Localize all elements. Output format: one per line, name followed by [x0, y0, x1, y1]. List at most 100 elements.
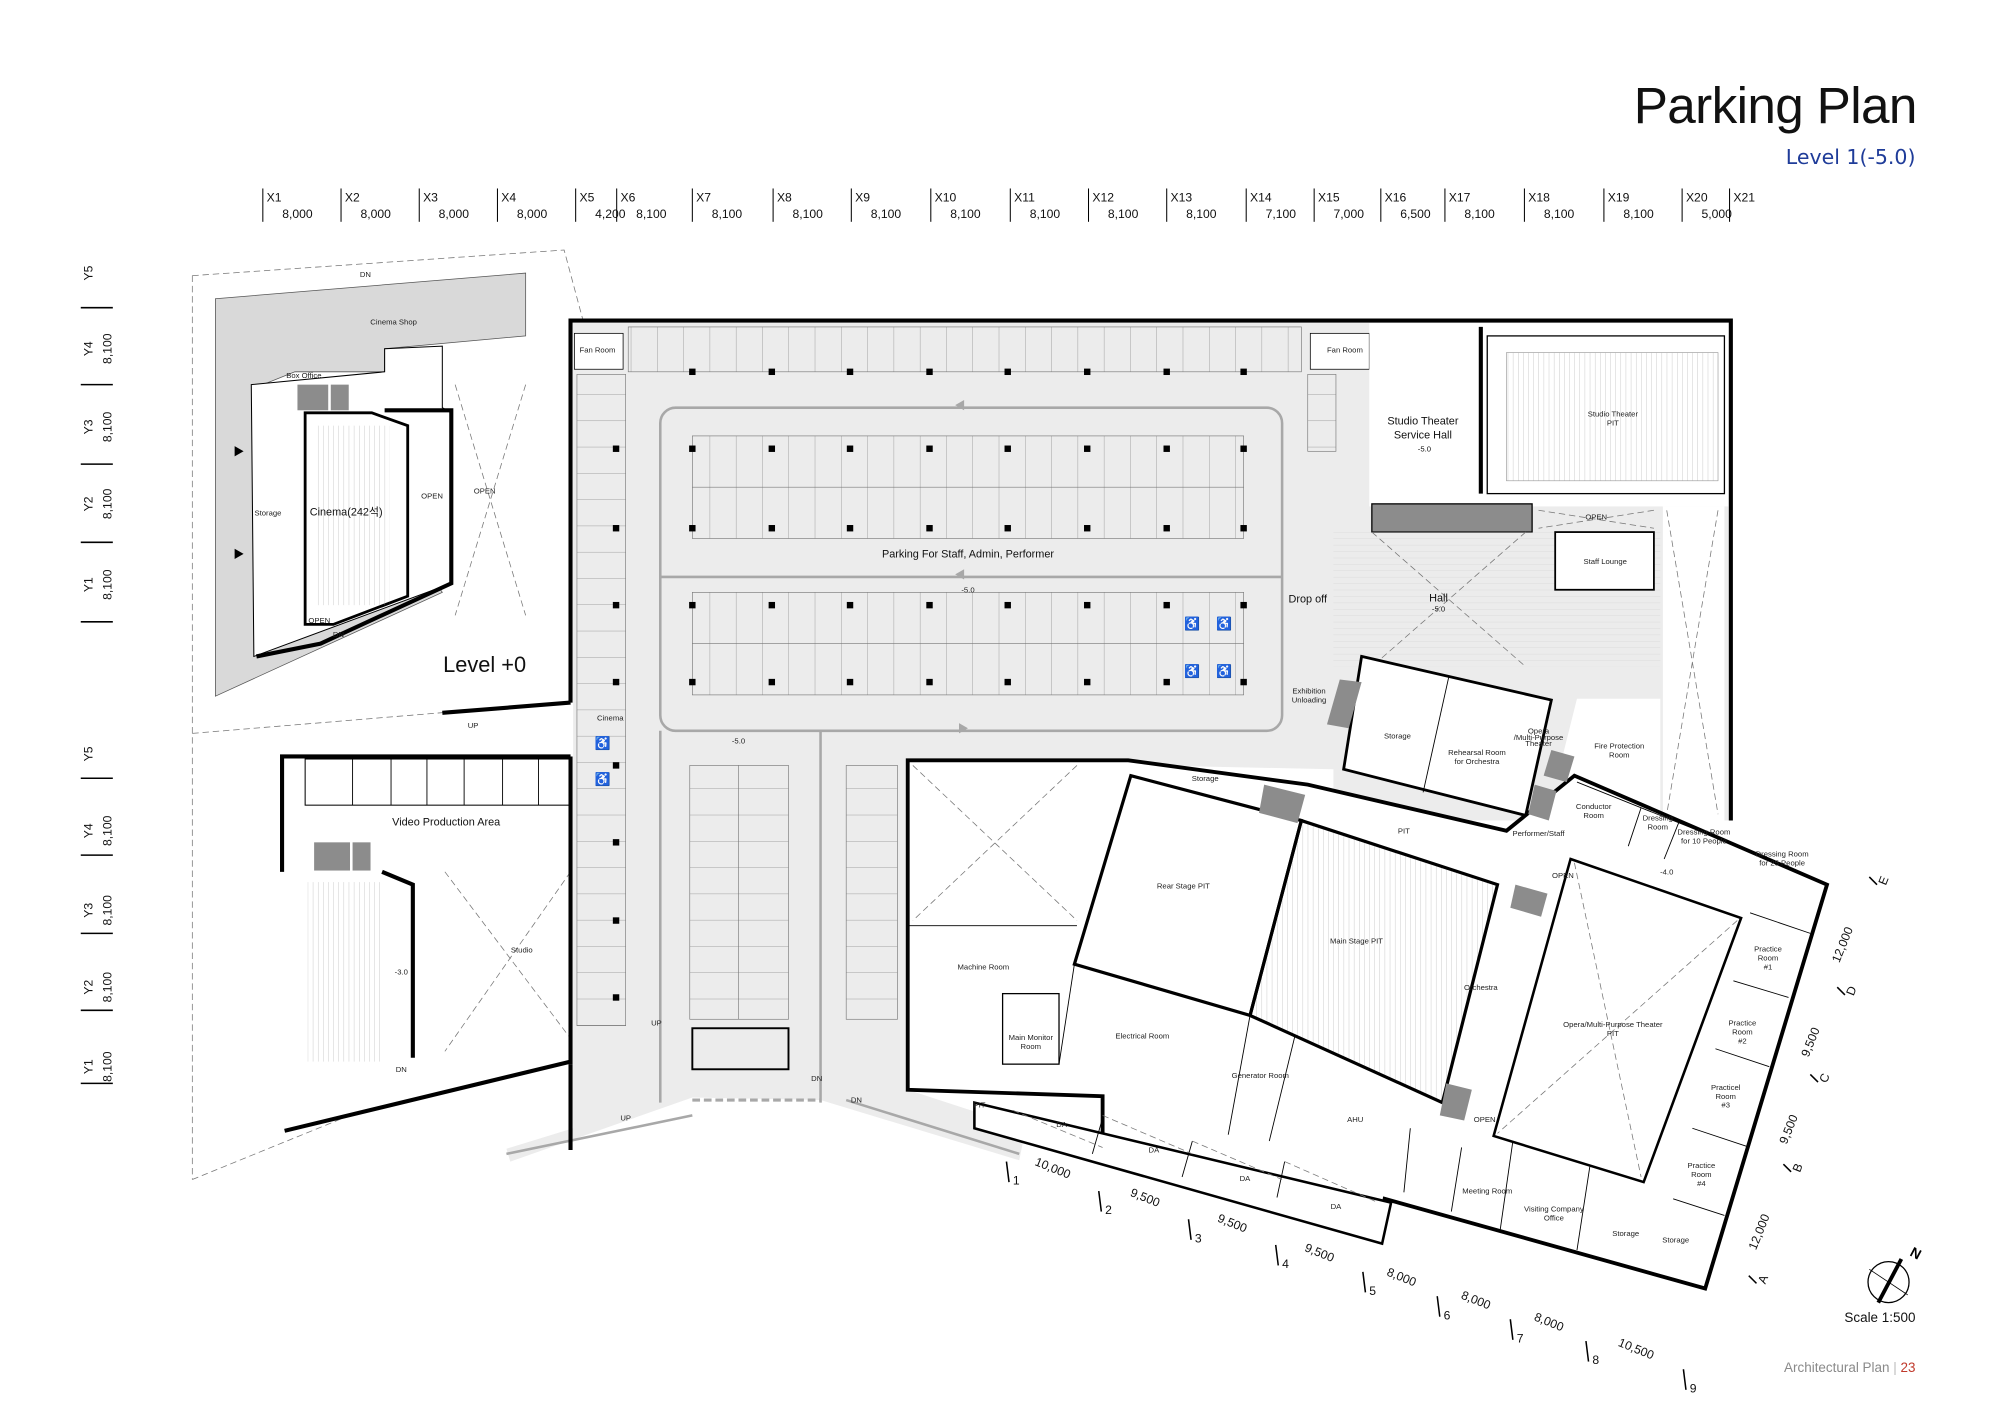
- grid-y-label: Y4: [81, 341, 95, 356]
- structural-column: [768, 445, 776, 452]
- grid-numeric-label: 3: [1195, 1231, 1202, 1245]
- structural-column: [846, 678, 854, 686]
- structural-column: [926, 368, 933, 376]
- structural-column: [1004, 445, 1011, 452]
- grid-x-spacing: 7,100: [1266, 207, 1297, 221]
- grid-x-label: X1: [267, 190, 282, 204]
- grid-y-label: Y1: [81, 577, 95, 592]
- structural-column: [612, 994, 620, 1001]
- structural-column: [1084, 445, 1091, 452]
- accessible-parking-icon: ♿: [595, 735, 611, 750]
- structural-column: [1163, 445, 1170, 452]
- grid-y-spacing: 8,100: [101, 569, 115, 600]
- structural-column: [689, 445, 696, 452]
- grid-y-label: Y5: [81, 746, 95, 761]
- grid-alpha-tick: [1782, 1163, 1792, 1173]
- staff-lounge-label: Staff Lounge: [1583, 557, 1626, 566]
- grid-numeric-spacing: 10,000: [1033, 1155, 1073, 1182]
- grid-numeric-label: 1: [1013, 1174, 1020, 1188]
- footer: Architectural Plan | 23: [1784, 1360, 1915, 1375]
- lower-left-building: Video Production Area UP Studio -3.0 DN: [280, 721, 573, 1133]
- structural-column: [1004, 525, 1011, 532]
- level-subtitle: Level 1(-5.0): [1786, 145, 1916, 169]
- grid-x-label: X15: [1318, 190, 1340, 204]
- structural-column: [926, 601, 933, 609]
- page-number: 23: [1900, 1360, 1915, 1375]
- accessible-parking-icon: ♿: [1216, 616, 1232, 631]
- structural-column: [1004, 601, 1011, 609]
- grid-x-label: X5: [580, 190, 595, 204]
- video-production-label: Video Production Area: [392, 817, 501, 829]
- grid-x-spacing: 8,000: [360, 207, 391, 221]
- structural-column: [1084, 678, 1091, 686]
- performer-staff-label: Performer/Staff: [1513, 829, 1566, 838]
- direction-arrow-icon: [959, 723, 968, 734]
- north-arrow-icon: N: [1867, 1244, 1925, 1304]
- grid-x-spacing: 8,100: [871, 207, 902, 221]
- structural-column: [768, 525, 776, 532]
- grid-alpha-label: D: [1843, 984, 1859, 998]
- grid-y-label: Y2: [81, 980, 95, 995]
- grid-x-label: X20: [1686, 190, 1708, 204]
- grid-y-spacing: 8,100: [101, 895, 115, 926]
- structural-column: [1084, 525, 1091, 532]
- cinema-label: Cinema(242석): [310, 505, 383, 518]
- pit-label: PIT: [1398, 826, 1410, 835]
- grid-x-spacing: 8,100: [793, 207, 824, 221]
- grid-x-label: X3: [423, 190, 438, 204]
- fan-room-label: Fan Room: [1327, 346, 1363, 355]
- grid-y-spacing: 8,100: [101, 333, 115, 364]
- structural-column: [768, 368, 776, 376]
- machine-room-label: Machine Room: [958, 962, 1010, 971]
- structural-column: [612, 445, 620, 452]
- pit-label: PIT: [974, 1101, 986, 1110]
- level-label: -4.0: [1660, 867, 1673, 876]
- main-stage-pit-label: Main Stage PIT: [1330, 937, 1383, 946]
- dn-label: DN: [811, 1074, 822, 1083]
- cinema-direction-label: Cinema: [597, 714, 624, 723]
- grid-x-spacing: 8,100: [636, 207, 667, 221]
- dn-label: DN: [360, 270, 371, 279]
- open-label: OPEN: [1474, 1115, 1496, 1124]
- structural-column: [612, 601, 620, 609]
- ahu-label: AHU: [1347, 1115, 1363, 1124]
- grid-x-label: X16: [1385, 190, 1407, 204]
- grid-alpha-spacing: 12,000: [1829, 925, 1856, 965]
- north-label: N: [1908, 1244, 1925, 1263]
- structural-column: [846, 525, 854, 532]
- structural-column: [1240, 678, 1247, 686]
- storage-label: Storage: [1192, 774, 1219, 783]
- grid-x-spacing: 8,100: [712, 207, 743, 221]
- grid-x-spacing: 5,000: [1702, 207, 1733, 221]
- structural-column: [768, 678, 776, 686]
- studio-theater-block: Studio Theater Service Hall -5.0 Studio …: [1333, 323, 1731, 821]
- electrical-room-label: Electrical Room: [1115, 1032, 1169, 1041]
- fan-room-label: Fan Room: [580, 346, 616, 355]
- grid-alpha-spacing: 12,000: [1746, 1212, 1773, 1252]
- level0-inset: Cinema Shop DN Box Office Cinema(242석) S…: [191, 249, 588, 1180]
- structural-column: [846, 445, 854, 452]
- level-label: -5.0: [961, 585, 974, 594]
- hall-label: Hall-5.0: [1429, 592, 1448, 613]
- grid-numeric-tick: [1436, 1296, 1441, 1317]
- structural-column: [612, 917, 620, 924]
- grid-numeric-label: 7: [1517, 1331, 1524, 1345]
- grid-x-label: X10: [935, 190, 957, 204]
- grid-alpha-label: B: [1790, 1161, 1806, 1174]
- storage-label: Storage: [254, 508, 281, 517]
- up-label: UP: [620, 1114, 631, 1123]
- structural-column: [1004, 678, 1011, 686]
- grid-x-spacing: 8,000: [439, 207, 470, 221]
- box-office-label: Box Office: [286, 371, 321, 380]
- page-title: Parking Plan: [1634, 77, 1917, 134]
- grid-x-spacing: 6,500: [1400, 207, 1431, 221]
